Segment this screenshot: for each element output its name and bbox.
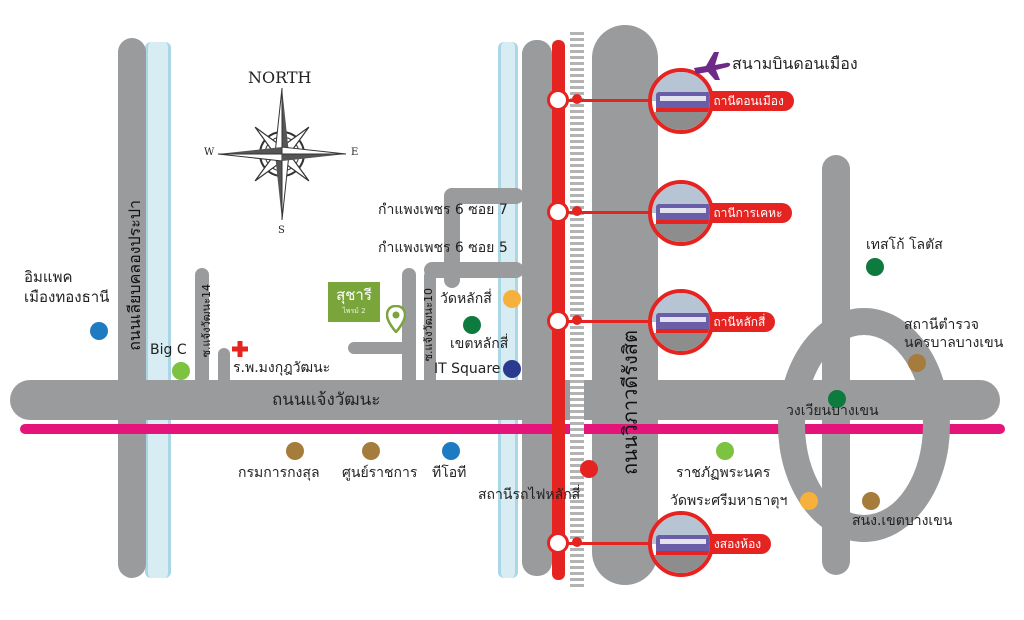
kamphaeng-5-label: กำแพงเพชร 6 ซอย 5: [378, 240, 508, 256]
circle-label: วงเวียนบางเขน: [786, 403, 879, 419]
side-road-a: [522, 40, 552, 576]
khet-lak-si-label: เขตหลักสี่: [450, 336, 509, 352]
tesco-dot: [866, 258, 884, 276]
lak-si-train-dot: [580, 460, 598, 478]
tot-dot: [442, 442, 460, 460]
rajabhat-label: ราชภัฏพระนคร: [676, 465, 771, 481]
compass-south-label: S: [278, 225, 285, 236]
impact-label: อิมแพค เมืองทองธานี: [24, 268, 110, 306]
stop-circle: [547, 310, 569, 332]
canal-left: [145, 42, 171, 578]
station-photo-icon: [648, 511, 714, 577]
district-office-dot: [862, 492, 880, 510]
liab-khlong-label: ถนนเลียบคลองประปา: [125, 200, 144, 351]
location-pin-icon: [386, 305, 406, 333]
hospital-cross-icon: [232, 341, 248, 357]
gov-center-dot: [362, 442, 380, 460]
tesco-label: เทสโก้ โลตัส: [866, 237, 943, 253]
project-name: สุชารี: [336, 286, 372, 304]
police-label: สถานีตำรวจ นครบาลบางเขน: [904, 317, 1004, 352]
airport-label: สนามบินดอนเมือง: [732, 54, 858, 73]
soi-14-label: ซ.แจ้งวัฒนะ14: [200, 284, 213, 358]
station-badge-thung-song-hong: ทุ่งสองห้อง: [696, 534, 772, 554]
big-c-label: Big C: [150, 342, 187, 358]
circle-dot: [828, 390, 846, 408]
tot-label: ทีโอที: [432, 465, 467, 481]
kamphaeng-7-label: กำแพงเพชร 6 ซอย 7: [378, 202, 508, 218]
stop-circle: [547, 532, 569, 554]
soi-10b-road: [424, 270, 436, 388]
stop-dot: [572, 94, 582, 104]
wat-phra-sri-label: วัดพระศรีมหาธาตุฯ: [670, 493, 788, 509]
compass-rose-icon: [217, 87, 347, 221]
station-badge-don-mueang: สถานีดอนเมือง: [696, 91, 794, 111]
stop-dot: [572, 315, 582, 325]
station-connector: [566, 320, 656, 323]
soi-10-branch: [348, 342, 408, 354]
stop-dot: [572, 537, 582, 547]
district-office-label: สนง.เขตบางเขน: [852, 513, 953, 529]
station-connector: [566, 211, 656, 214]
canal-right: [498, 42, 518, 578]
station-photo-icon: [648, 180, 714, 246]
vibhavadi-road: [592, 25, 658, 585]
police-dot: [908, 354, 926, 372]
chaeng-watthana-label: ถนนแจ้งวัฒนะ: [272, 390, 381, 410]
project-subtitle: ไพรม์ 2: [342, 307, 366, 315]
khet-lak-si-dot: [463, 316, 481, 334]
wat-lak-si-label: วัดหลักสี่: [440, 291, 492, 307]
it-square-label: IT Square: [434, 361, 501, 377]
it-square-dot: [503, 360, 521, 378]
railway-track: [570, 32, 584, 587]
project-logo: สุชารี ไพรม์ 2: [328, 282, 380, 322]
soi-10-road: [402, 268, 416, 388]
kamphaeng-soi7-road: [444, 188, 524, 204]
station-connector: [566, 542, 656, 545]
stop-circle: [547, 201, 569, 223]
stop-circle: [547, 89, 569, 111]
wat-phra-sri-dot: [800, 492, 818, 510]
big-c-dot: [172, 362, 190, 380]
station-badge-lak-si: สถานีหลักสี่: [696, 312, 776, 332]
liab-khlong-road: [118, 38, 146, 578]
rajabhat-dot: [716, 442, 734, 460]
soi-14b-road: [218, 348, 230, 388]
soi-10-label: ซ.แจ้งวัฒนะ10: [422, 288, 435, 362]
vibhavadi-label: ถนนวิภาวดีรังสิต: [618, 330, 642, 476]
station-photo-icon: [648, 289, 714, 355]
stop-dot: [572, 206, 582, 216]
consular-dot: [286, 442, 304, 460]
airplane-icon: [694, 52, 731, 80]
impact-dot: [90, 322, 108, 340]
gov-center-label: ศูนย์ราชการ: [342, 465, 418, 481]
wat-lak-si-dot: [503, 290, 521, 308]
compass-east-label: E: [351, 147, 359, 158]
consular-label: กรมการกงสุล: [238, 465, 320, 481]
kamphaeng-soi5-road: [424, 262, 524, 278]
station-photo-icon: [648, 68, 714, 134]
lak-si-train-label: สถานีรถไฟหลักสี่: [478, 487, 581, 503]
pink-line-rail: [20, 424, 1005, 434]
soi-14-road: [195, 268, 209, 388]
compass-north-label: NORTH: [248, 68, 312, 87]
station-connector: [566, 99, 656, 102]
hospital-label: ร.พ.มงกุฎวัฒนะ: [233, 360, 331, 376]
station-badge-kheha: สถานีการเคหะ: [696, 203, 793, 223]
compass-west-label: W: [204, 147, 215, 158]
